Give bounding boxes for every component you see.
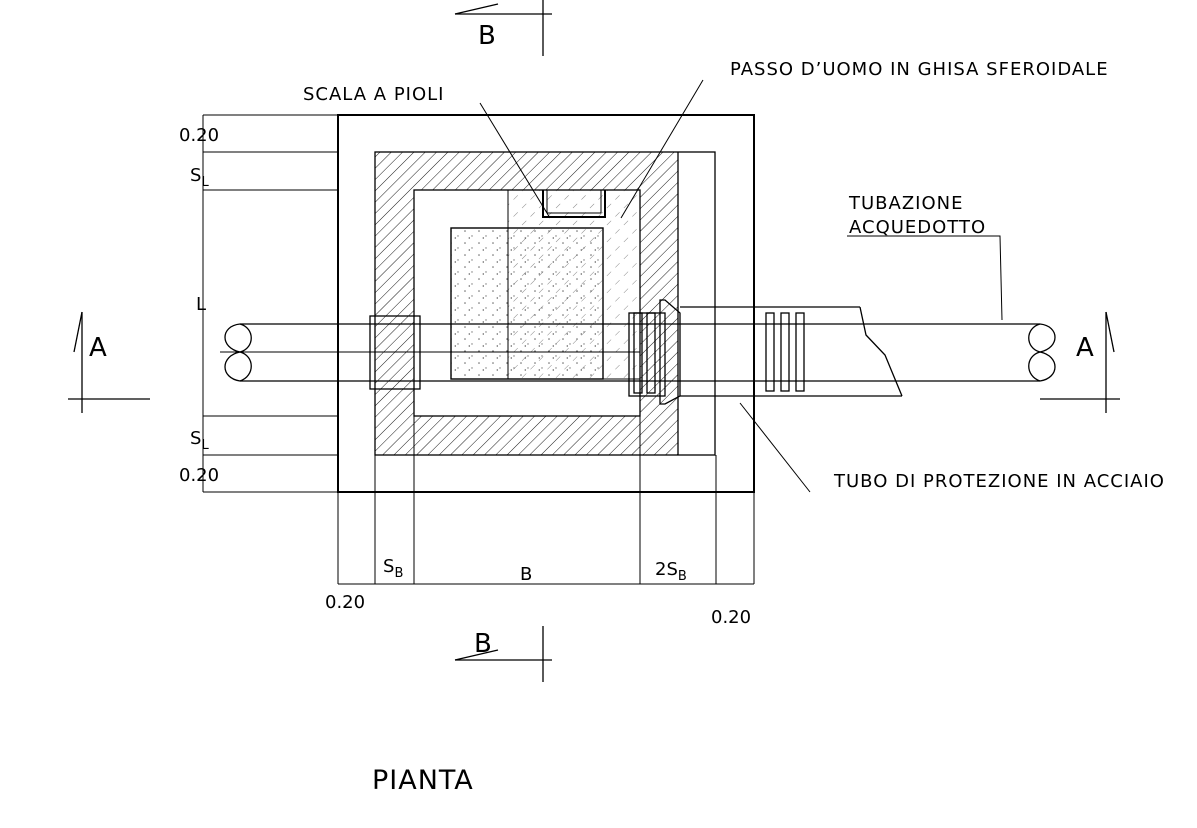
dim-left-bottom: 0.20 xyxy=(179,465,219,486)
dim-bottom-right: 0.20 xyxy=(711,607,751,628)
ladder-opening xyxy=(542,190,606,218)
dimension-chain-bottom xyxy=(337,416,755,585)
section-label-a-right: A xyxy=(1076,333,1094,363)
label-acquedotto: ACQUEDOTTO xyxy=(849,217,986,238)
section-marker-b-bottom: B xyxy=(454,626,552,682)
outer-wall-outline xyxy=(374,151,716,456)
leader-passo xyxy=(620,79,704,219)
dim-left-top: 0.20 xyxy=(179,125,219,146)
leader-scala xyxy=(479,102,551,219)
leader-tubazione xyxy=(847,235,1003,321)
section-marker-a-right: A xyxy=(1040,311,1120,413)
water-pipe xyxy=(220,323,1056,382)
label-scala-a-pioli: SCALA A PIOLI xyxy=(303,84,445,105)
section-marker-b-top: B xyxy=(454,0,552,56)
label-tubo-protezione: TUBO DI PROTEZIONE IN ACCIAIO xyxy=(833,471,1165,492)
drawing-title: PIANTA xyxy=(372,765,474,796)
label-tubazione: TUBAZIONE xyxy=(848,193,963,214)
section-label-b-bottom: B xyxy=(474,629,492,659)
section-marker-a-left: A xyxy=(68,311,150,413)
hatched-wall xyxy=(375,152,678,455)
section-label-a-left: A xyxy=(89,333,107,363)
dim-b: B xyxy=(520,564,532,585)
outer-slab xyxy=(337,114,755,493)
dim-l: L xyxy=(196,294,206,315)
leader-tubo-protezione xyxy=(739,402,811,493)
dim-s-l-top: SL xyxy=(190,165,209,190)
label-passo-duomo: PASSO D’UOMO IN GHISA SFEROIDALE xyxy=(730,59,1109,80)
protection-pipe xyxy=(628,299,903,405)
manhole-cover-area xyxy=(507,189,641,380)
dimension-chain-left xyxy=(202,114,338,493)
dim-bottom-left: 0.20 xyxy=(325,592,365,613)
pipe-coupling-left xyxy=(369,315,421,390)
section-label-b-top: B xyxy=(478,21,496,51)
dim-2s-b: 2SB xyxy=(655,559,687,584)
dim-s-l-bottom: SL xyxy=(190,428,209,453)
dim-s-b: SB xyxy=(383,556,403,581)
